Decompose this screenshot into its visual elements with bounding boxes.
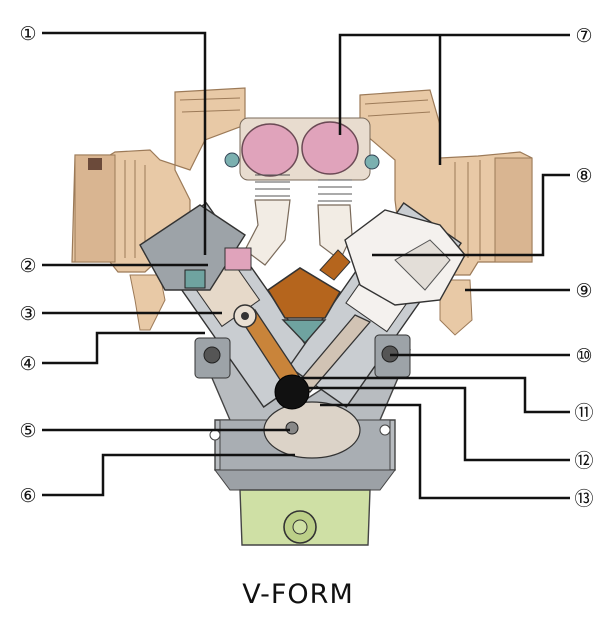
callout-5: ⑤ <box>19 420 36 442</box>
leader-12 <box>305 386 570 462</box>
leader-8 <box>372 173 570 257</box>
callout-labels: ① ② ③ ④ ⑤ ⑥ ⑦ ⑧ ⑨ ⑩ ⑪ ⑫ ⑬ <box>19 23 593 510</box>
callout-2: ② <box>19 255 36 277</box>
leader-7a <box>338 33 570 135</box>
callout-8: ⑧ <box>575 165 592 187</box>
callout-9: ⑨ <box>575 280 592 302</box>
callout-4: ④ <box>19 353 36 375</box>
callout-leaders <box>42 31 570 500</box>
leader-4 <box>42 331 205 365</box>
callout-12: ⑫ <box>574 450 593 472</box>
v-chamber <box>266 249 351 345</box>
left-cylinder-head <box>139 204 252 291</box>
leader-11 <box>300 376 570 414</box>
callout-11: ⑪ <box>574 402 593 424</box>
leader-13 <box>320 403 570 500</box>
air-cooler-pair <box>224 117 380 202</box>
callout-3: ③ <box>19 303 36 325</box>
callout-6: ⑥ <box>19 485 36 507</box>
callout-10: ⑩ <box>575 345 592 367</box>
callout-7: ⑦ <box>575 25 592 47</box>
oil-sump <box>239 489 371 546</box>
right-cylinder-head <box>344 209 466 306</box>
leader-6 <box>42 453 295 497</box>
callout-1: ① <box>19 23 36 45</box>
diagram-caption: V-FORM <box>242 579 353 610</box>
turbocharger-assembly <box>71 87 533 336</box>
leader-1 <box>42 31 207 255</box>
intake-manifold <box>244 199 353 266</box>
callout-13: ⑬ <box>574 488 593 510</box>
connecting-rods <box>233 304 372 396</box>
